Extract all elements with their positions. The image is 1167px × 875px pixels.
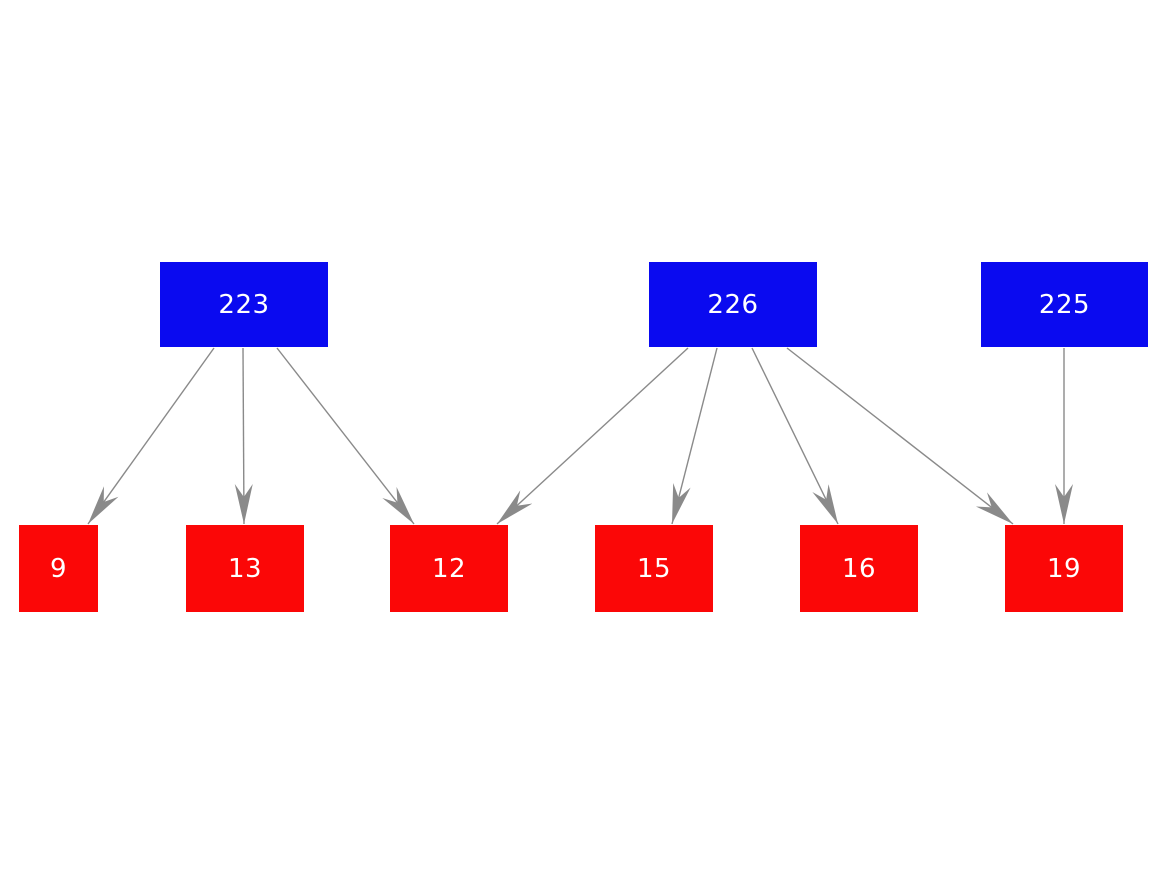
node-16: 16 bbox=[800, 525, 918, 612]
edge-223-to-9 bbox=[87, 347, 215, 525]
node-label: 16 bbox=[841, 553, 877, 584]
node-226: 226 bbox=[649, 262, 817, 347]
node-225: 225 bbox=[981, 262, 1148, 347]
node-12: 12 bbox=[390, 525, 508, 612]
edge-226-to-19 bbox=[786, 347, 1014, 525]
node-label: 9 bbox=[49, 553, 68, 584]
node-label: 225 bbox=[1038, 289, 1091, 320]
node-223: 223 bbox=[160, 262, 328, 347]
node-label: 12 bbox=[431, 553, 467, 584]
edge-226-to-15 bbox=[671, 347, 718, 525]
node-19: 19 bbox=[1005, 525, 1123, 612]
node-label: 19 bbox=[1046, 553, 1082, 584]
edge-226-to-16 bbox=[751, 347, 839, 525]
node-label: 226 bbox=[707, 289, 759, 320]
node-label: 223 bbox=[218, 289, 270, 320]
edge-223-to-13 bbox=[234, 347, 253, 525]
node-label: 13 bbox=[227, 553, 263, 584]
node-label: 15 bbox=[636, 553, 672, 584]
node-13: 13 bbox=[186, 525, 304, 612]
node-15: 15 bbox=[595, 525, 713, 612]
node-9: 9 bbox=[19, 525, 98, 612]
edge-226-to-12 bbox=[496, 347, 689, 525]
edge-223-to-12 bbox=[276, 347, 415, 525]
